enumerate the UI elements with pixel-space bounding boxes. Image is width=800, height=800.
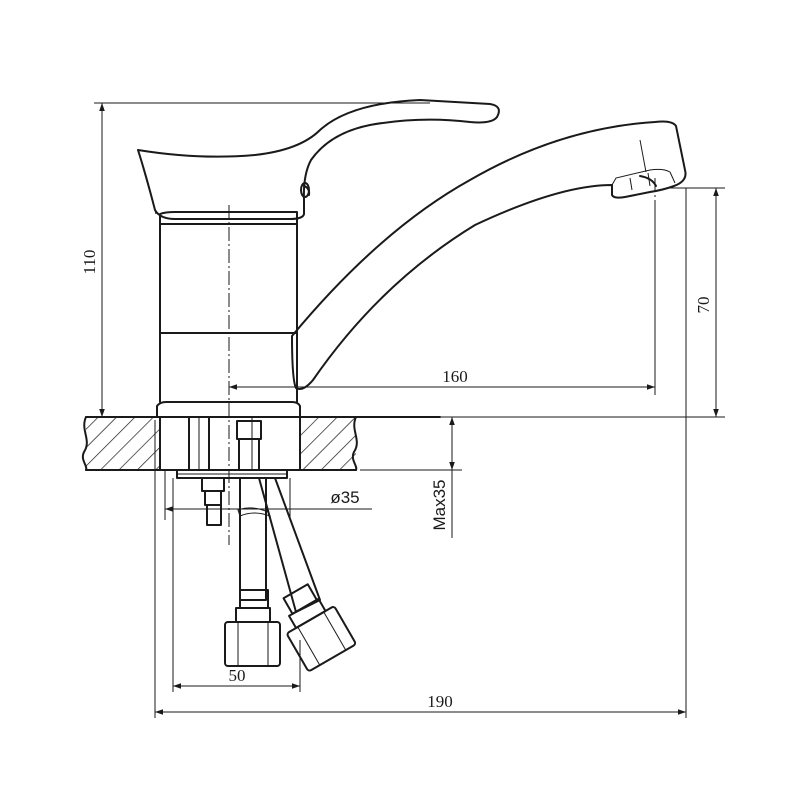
dimension-label-diameter: ø35 [330, 488, 359, 507]
dimension-label-max35: Max35 [430, 479, 449, 530]
dimension-max-thickness: Max35 [360, 417, 462, 538]
dimension-hole-diameter: ø35 [164, 470, 372, 520]
dimension-overall-length: 190 [154, 188, 687, 718]
dimension-spout-height: 70 [440, 187, 725, 418]
dimension-label-190: 190 [427, 692, 453, 711]
dimension-label-110: 110 [80, 250, 99, 275]
dimension-spout-reach: 160 [229, 200, 656, 395]
swivel-spout [291, 120, 687, 390]
dimension-hose-spacing: 50 [172, 478, 301, 692]
dimension-label-160: 160 [442, 367, 468, 386]
mounting-stud [176, 416, 288, 526]
dimension-label-70: 70 [694, 297, 713, 314]
dimension-label-50: 50 [229, 666, 246, 685]
countertop-section [81, 416, 441, 471]
dimension-height-total: 110 [80, 102, 430, 417]
flexible-hoses [224, 477, 357, 672]
lever-handle [137, 99, 500, 220]
